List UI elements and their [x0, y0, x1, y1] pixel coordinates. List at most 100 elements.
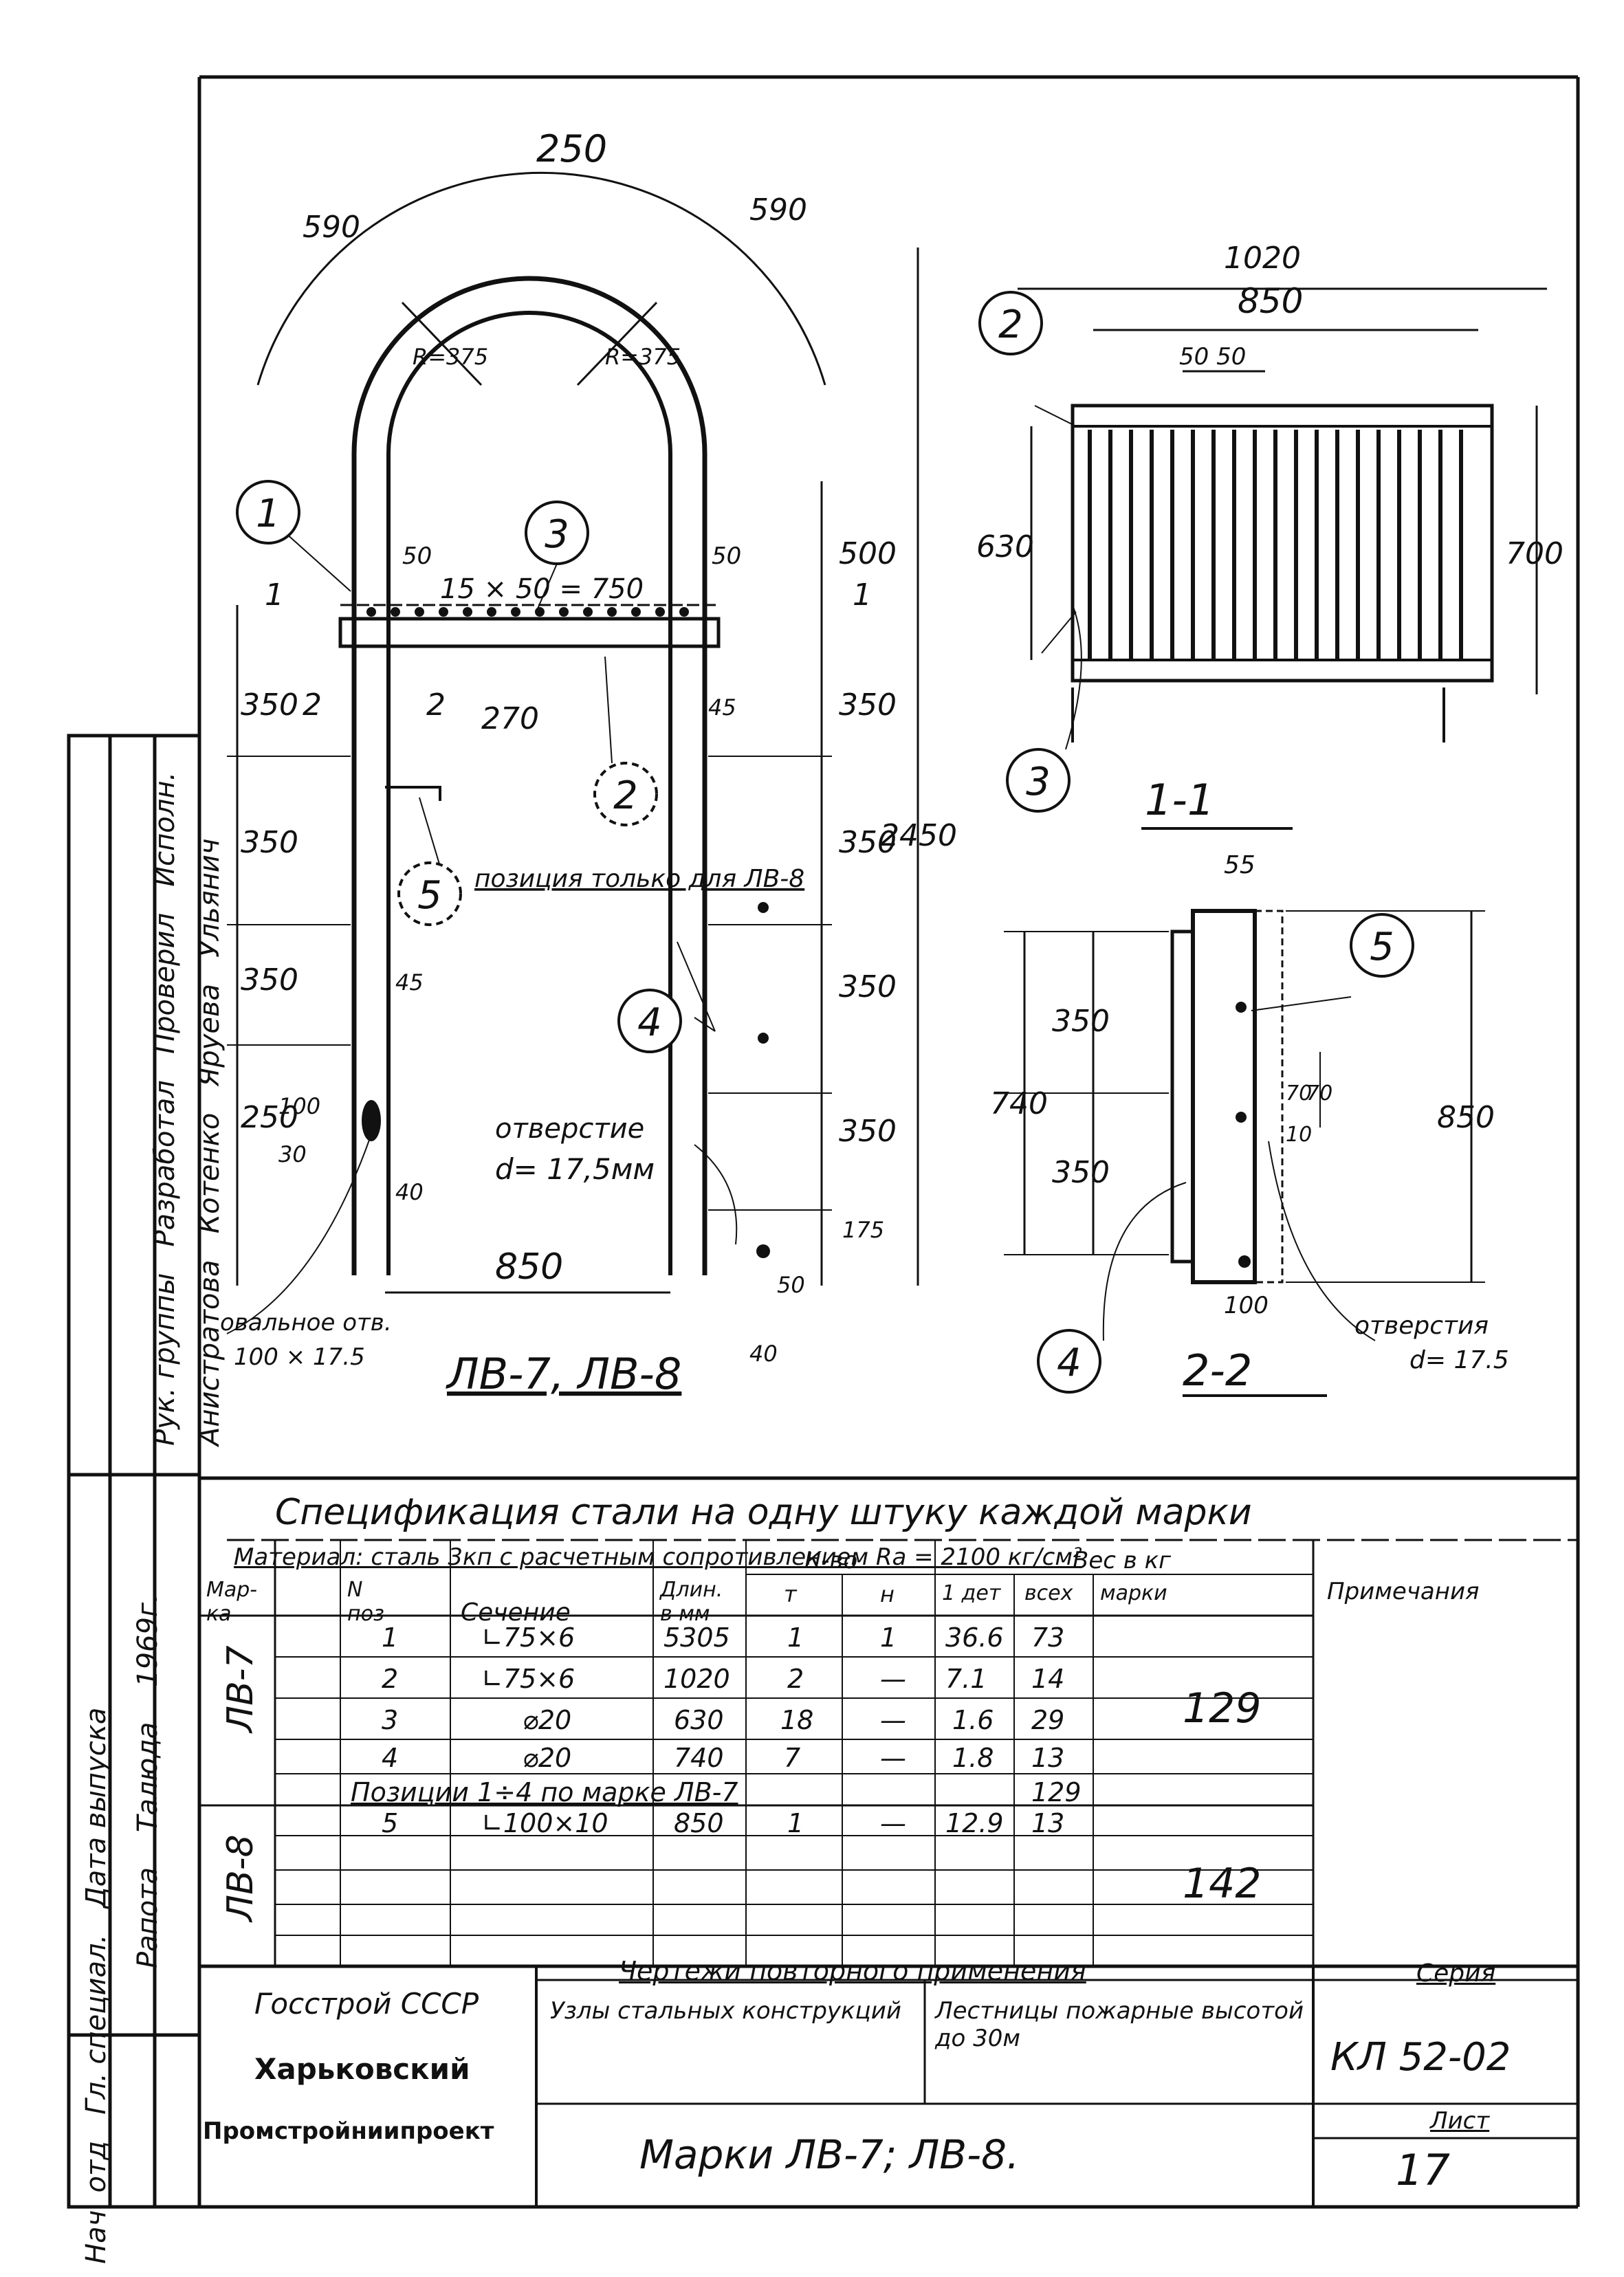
- bubble-label-4b: 4: [1057, 1341, 1082, 1385]
- spec-note-row: Позиции 1÷4 по марке ЛВ-7: [351, 1777, 738, 1807]
- dim-h-175: 175: [842, 1217, 884, 1243]
- spec-table-grid: [199, 1476, 1578, 2207]
- stamp-role: Гл. специал.: [80, 1934, 112, 2115]
- spec-header-section: Сечение: [461, 1598, 571, 1627]
- side-stamp-frame: [67, 734, 201, 2209]
- spec-cell-det: 1.8: [952, 1743, 994, 1773]
- bubble-label-2b: 2: [998, 302, 1023, 347]
- spec-header-qty: К-во: [804, 1547, 858, 1574]
- dim-1-1-700: 700: [1506, 536, 1563, 571]
- spec-cell-t: 1: [787, 1808, 804, 1838]
- spec-cell-section: ⌀20: [523, 1743, 572, 1773]
- dim-edge-left: 50: [402, 542, 432, 570]
- stamp-role: Проверил: [149, 912, 181, 1054]
- spec-cell-all: 13: [1031, 1808, 1065, 1838]
- section-mark-2-left: 2: [303, 688, 322, 723]
- spec-header-qty-t: т: [784, 1581, 797, 1607]
- dim-h-350-a: 350: [839, 688, 897, 723]
- spec-cell-pos: 5: [382, 1808, 399, 1838]
- dim-arc-top: 250: [536, 127, 607, 170]
- dim-h-2450: 2450: [880, 818, 957, 853]
- note-pos5-only: позиция только для ЛВ-8: [474, 865, 804, 893]
- dim-2-2-70-b: 70: [1306, 1081, 1332, 1106]
- org-name-3: Промстройниипроект: [203, 2118, 494, 2145]
- dim-arc-right: 590: [749, 192, 807, 228]
- section-mark-1-left: 1: [265, 578, 284, 613]
- dim-h-350-c: 350: [839, 969, 897, 1004]
- position-bubble-4a: [617, 989, 682, 1053]
- spec-header-mark: Мар- ка: [206, 1578, 258, 1626]
- dim-left-350-c: 350: [241, 962, 298, 998]
- side-stamp-names: Анистратова Котенко Яруева Ульянич: [194, 758, 226, 1446]
- spec-cell-all: 13: [1031, 1743, 1065, 1773]
- dim-1-1-pitch: 50 50: [1179, 343, 1246, 371]
- spec-cell-n: 1: [880, 1622, 897, 1653]
- spec-header-w-det: 1 дет: [942, 1581, 1001, 1605]
- position-bubble-2a: [593, 762, 658, 826]
- spec-cell-t: 1: [787, 1622, 804, 1653]
- stamp-name: Яруева: [194, 983, 226, 1087]
- dim-40-bottom: 40: [749, 1341, 778, 1367]
- view-label-main: ЛВ-7, ЛВ-8: [446, 1349, 681, 1399]
- dim-2-2-55: 55: [1224, 851, 1255, 879]
- spec-mark-weight-lv7: 129: [1183, 1684, 1262, 1732]
- spec-cell-length: 740: [674, 1743, 724, 1773]
- spec-cell-section: ⌀20: [523, 1705, 572, 1735]
- dim-bar-spacing: 15 × 50 = 750: [440, 573, 644, 605]
- stamp-name: Котенко: [194, 1112, 226, 1234]
- spec-mark-weight-lv8: 142: [1183, 1860, 1262, 1908]
- title-series-label: Серия: [1416, 1959, 1496, 1988]
- title-sheet-label: Лист: [1430, 2107, 1490, 2135]
- spec-cell-section: ∟100×10: [481, 1808, 608, 1838]
- dim-left-350-a: 350: [241, 688, 298, 723]
- spec-cell-pos: 2: [382, 1664, 399, 1694]
- spec-material: Материал: сталь 3кп с расчетным сопротив…: [234, 1543, 1082, 1571]
- rung-dots: [362, 607, 770, 1258]
- position-bubble-1: [236, 480, 300, 544]
- stamp-name: Ульянич: [194, 838, 226, 958]
- org-name-2: Харьковский: [254, 2052, 470, 2086]
- dim-left-250: 250: [241, 1100, 298, 1135]
- dim-2-2-350-a: 350: [1052, 1004, 1110, 1039]
- stamp-role: Исполн.: [149, 771, 181, 887]
- note-hole: отверстие: [495, 1113, 644, 1145]
- section-1-1: [1018, 287, 1547, 830]
- dim-radius-right: R=375: [605, 344, 681, 370]
- dim-1-1-width-850: 850: [1238, 281, 1303, 321]
- spec-note-all: 129: [1031, 1777, 1082, 1807]
- stamp-role: Разработал: [149, 1080, 181, 1247]
- spec-cell-pos: 1: [382, 1622, 399, 1653]
- dim-2-2-10: 10: [1286, 1123, 1312, 1147]
- section-mark-2-right: 2: [426, 688, 446, 723]
- spec-cell-length: 850: [674, 1808, 724, 1838]
- note-holes-2: отверстия: [1354, 1312, 1489, 1340]
- spec-cell-all: 14: [1031, 1664, 1065, 1694]
- spec-cell-section: ∟75×6: [481, 1622, 575, 1653]
- spec-cell-all: 29: [1031, 1705, 1065, 1735]
- spec-cell-pos: 3: [382, 1705, 399, 1735]
- stamp-role: Дата выпуска: [80, 1707, 112, 1908]
- spec-header-w-all: всех: [1024, 1581, 1073, 1605]
- note-hole-d: d= 17,5мм: [495, 1152, 655, 1186]
- main-view: [226, 171, 919, 1334]
- dim-h-500: 500: [839, 536, 897, 571]
- side-stamp-names-2: Рапота Талюда 1969г.: [132, 1556, 164, 1968]
- title-drawing-name: Марки ЛВ-7; ЛВ-8.: [639, 2131, 1020, 2178]
- dim-arc-left: 590: [303, 210, 360, 245]
- dim-2-2-850: 850: [1437, 1100, 1495, 1135]
- dim-270: 270: [481, 701, 539, 736]
- spec-mark-lv8: ЛВ-8: [220, 1834, 261, 1922]
- bubble-label-5b: 5: [1370, 925, 1394, 969]
- position-bubble-3a: [525, 500, 589, 565]
- bubble-label-5a: 5: [417, 873, 442, 918]
- dim-h-350-b: 350: [839, 825, 897, 860]
- dim-width-850: 850: [495, 1246, 563, 1288]
- dim-1-1-width-1020: 1020: [1224, 241, 1301, 276]
- position-bubble-5b: [1350, 913, 1414, 978]
- position-bubble-5a: [397, 861, 462, 926]
- bubble-label-4a: 4: [637, 1000, 662, 1045]
- bubble-label-3a: 3: [545, 512, 569, 557]
- bubble-label-1: 1: [256, 492, 281, 536]
- section-2-2: [1004, 909, 1485, 1397]
